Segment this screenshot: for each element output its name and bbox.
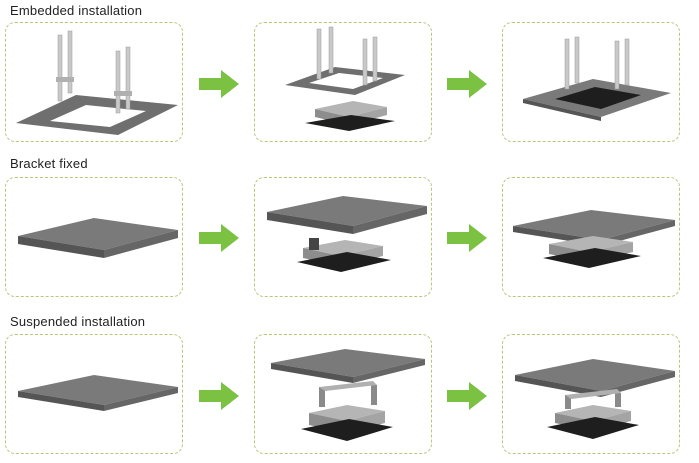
panel-bracket-step-2 [254,177,432,297]
panel-suspended-step-3 [502,334,680,454]
suspended-step-3-illustration [515,359,675,439]
arrow-right-icon [199,382,239,410]
panel-embedded-step-2 [254,22,432,142]
panel-suspended-step-2 [254,334,432,454]
panel-bracket-step-3 [502,177,680,297]
section-title-embedded: Embedded installation [10,3,143,18]
arrow-right-icon [199,70,239,98]
suspended-step-2-illustration [271,349,425,441]
embedded-step-2-illustration [285,26,405,131]
panel-embedded-step-1 [5,22,183,142]
panel-bracket-step-1 [5,177,183,297]
embedded-step-3-illustration [523,36,671,121]
panel-suspended-step-1 [5,334,183,454]
bracket-step-2-illustration [267,196,427,272]
bracket-step-3-illustration [513,210,675,268]
panel-embedded-step-3 [502,22,680,142]
arrow-right-icon [447,382,487,410]
arrow-right-icon [199,224,239,252]
bracket-step-1-illustration [18,218,178,258]
arrow-right-icon [447,224,487,252]
embedded-step-1-illustration [16,30,178,135]
arrow-right-icon [447,70,487,98]
section-title-bracket: Bracket fixed [10,156,88,171]
suspended-step-1-illustration [18,375,178,411]
section-title-suspended: Suspended installation [10,314,146,329]
